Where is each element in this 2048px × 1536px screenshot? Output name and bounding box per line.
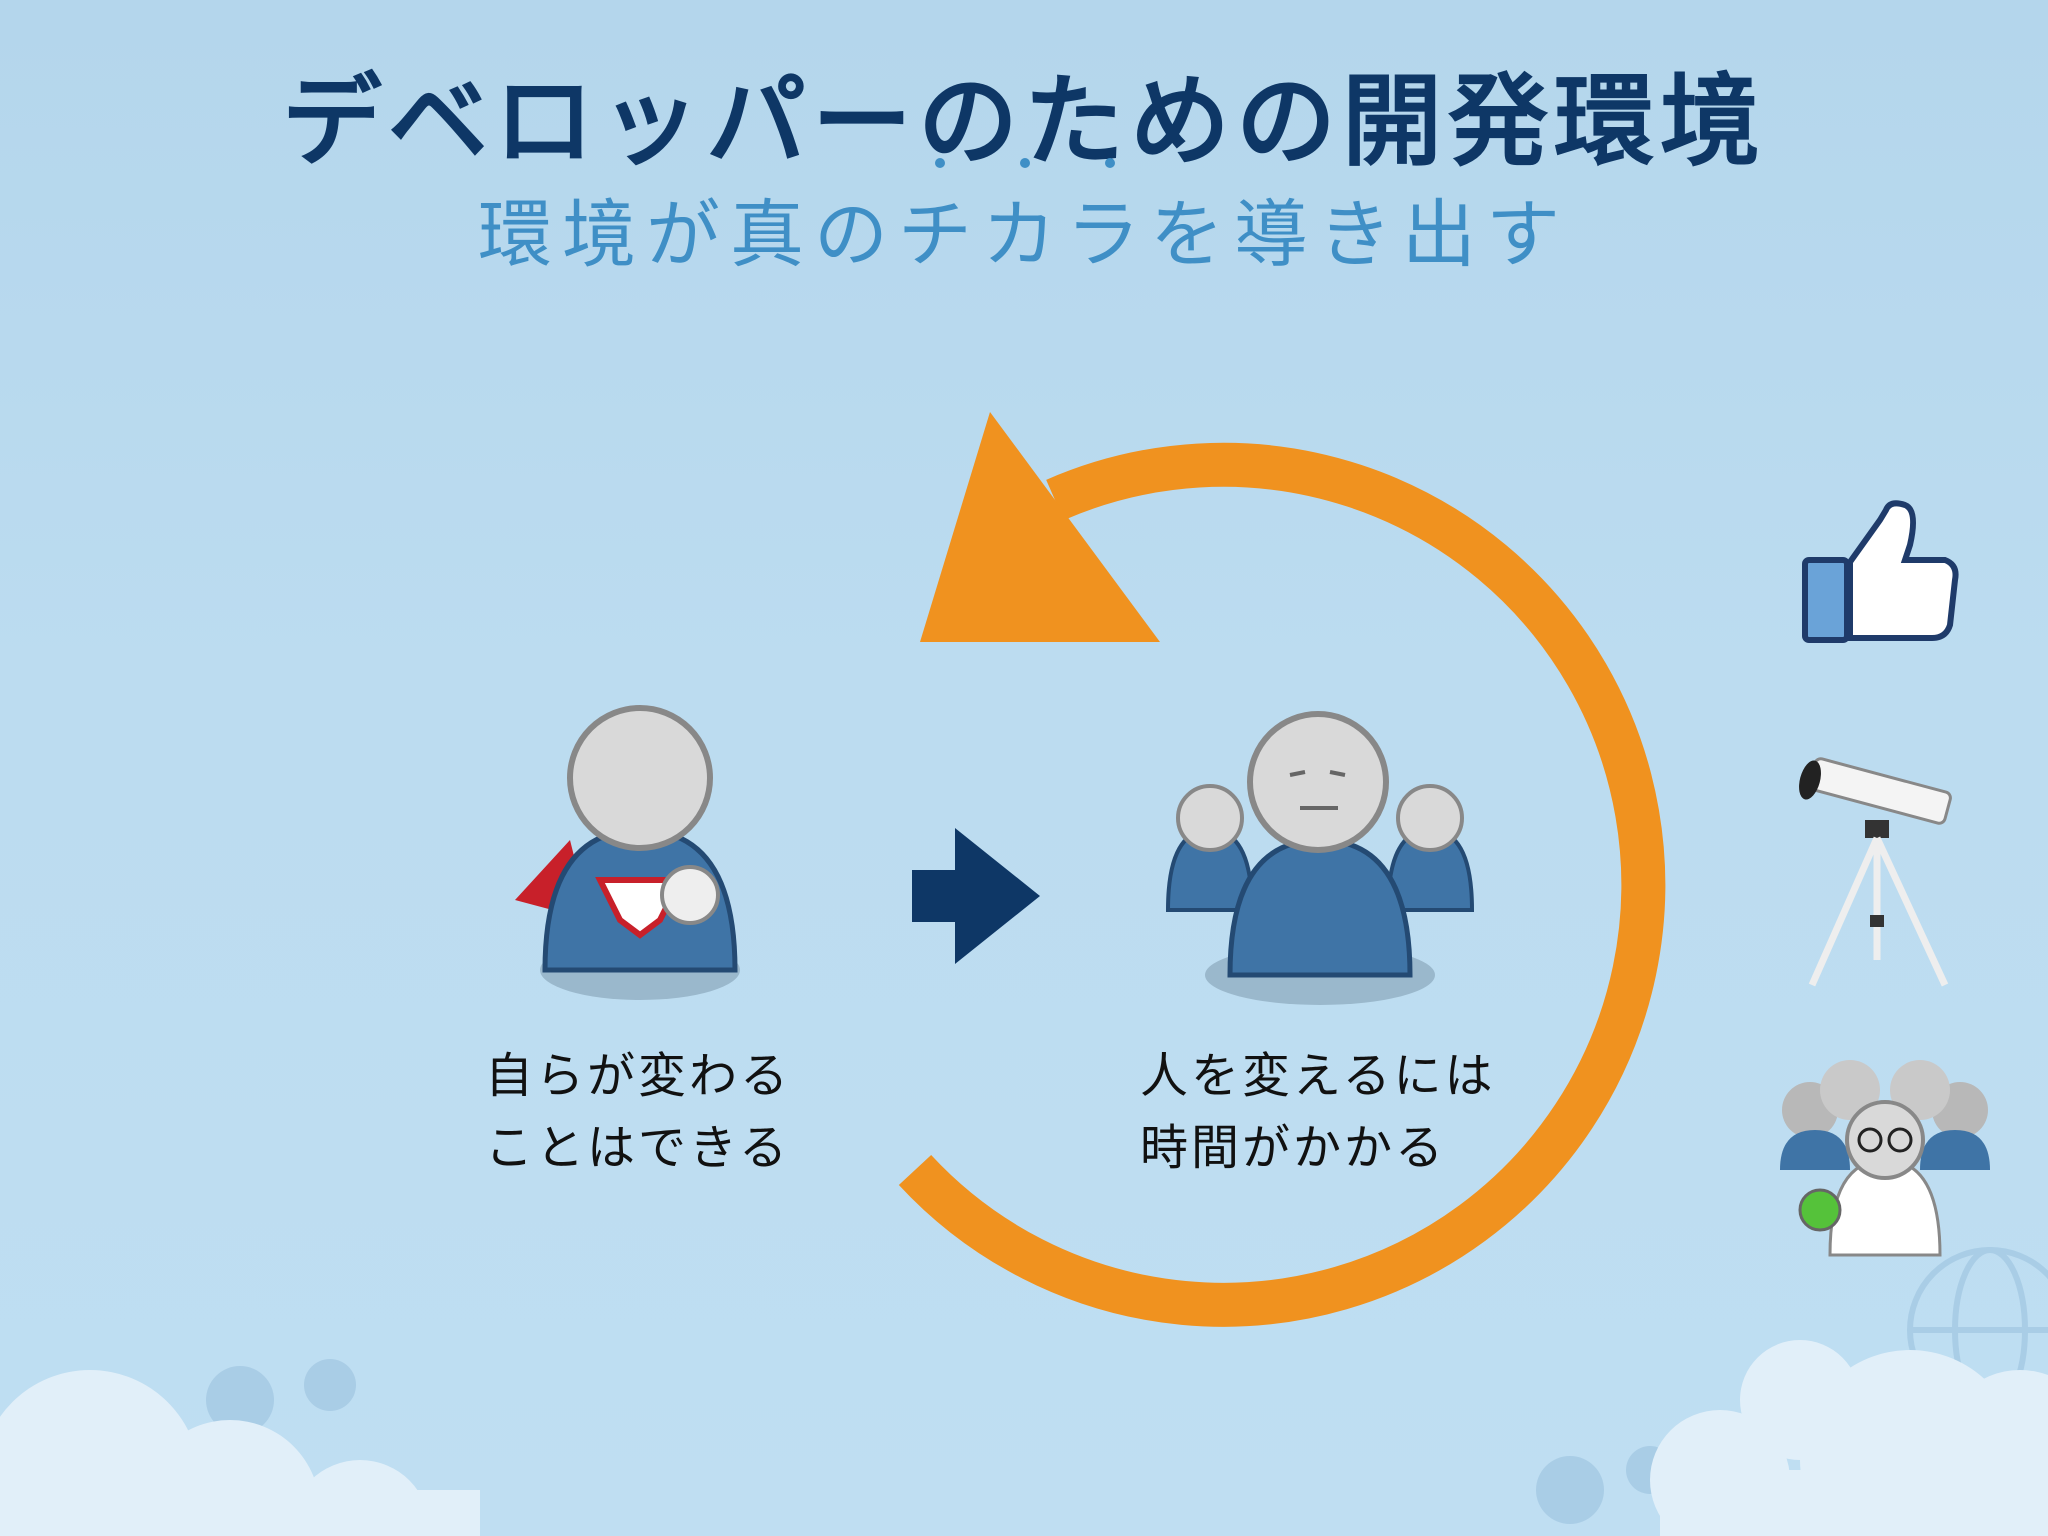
- group-of-people-icon: [1165, 711, 1475, 1005]
- left-caption-line2: ことはできる: [485, 1120, 791, 1176]
- superhero-person-icon: [515, 705, 740, 1000]
- right-caption: 人を変えるには 時間がかかる: [1140, 1040, 1496, 1184]
- emphasis-dot: [935, 158, 945, 168]
- circular-arrow-icon: [898, 412, 1666, 1327]
- left-caption: 自らが変わる ことはできる: [485, 1040, 791, 1184]
- page-subtitle: 環境が真のチカラを導き出す: [478, 192, 1570, 278]
- emphasis-dot: [1020, 158, 1030, 168]
- emphasis-dot: [1105, 158, 1115, 168]
- cloud-left: [0, 1370, 480, 1536]
- telescope-icon: [1799, 757, 1952, 987]
- right-caption-line1: 人を変えるには: [1140, 1048, 1496, 1104]
- gear-icon: [206, 1359, 1674, 1524]
- cloud-right: [1650, 1340, 2048, 1536]
- thumbs-up-icon: [1802, 500, 1959, 643]
- right-caption-line2: 時間がかかる: [1140, 1120, 1447, 1176]
- right-arrow-icon: [912, 828, 1040, 964]
- left-caption-line1: 自らが変わる: [485, 1048, 792, 1104]
- scientist-group-icon: [1780, 1060, 1990, 1257]
